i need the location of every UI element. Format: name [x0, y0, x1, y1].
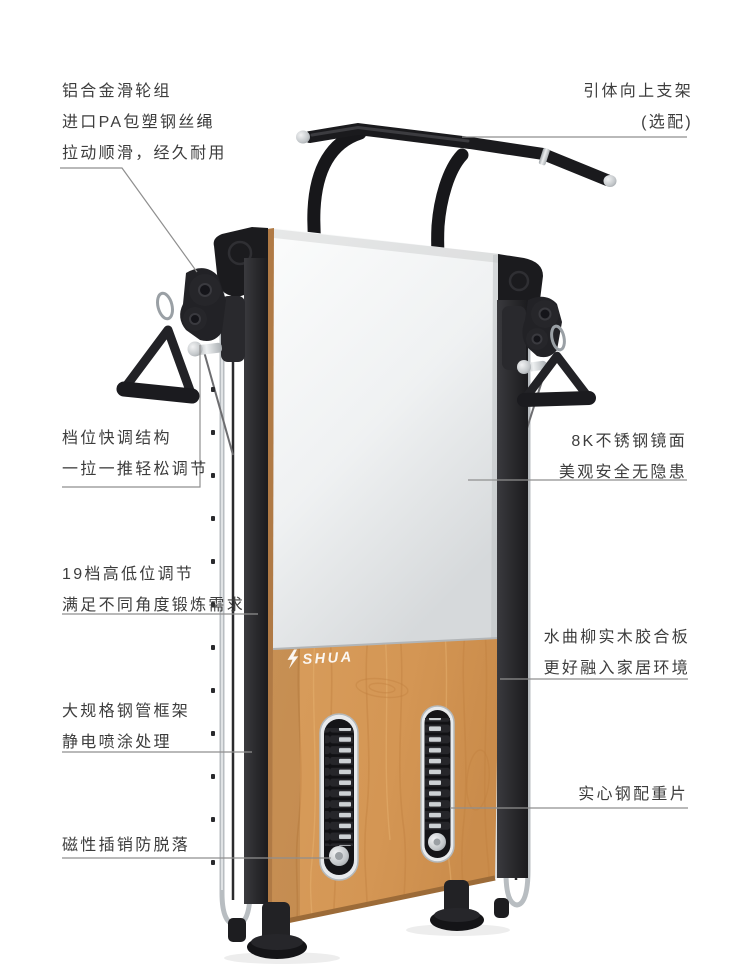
frame-column-right	[497, 300, 528, 878]
foot-left	[262, 902, 290, 944]
annotation-magnetic-pin: 磁性插销防脱落	[62, 830, 190, 861]
leader-pulley	[60, 167, 198, 273]
annotation-line: 美观安全无隐患	[558, 464, 687, 481]
feet	[224, 880, 510, 964]
triangle-handle-right	[517, 324, 596, 407]
top-cap-right	[498, 254, 543, 312]
brand-logo: SHUA	[287, 649, 354, 669]
annotation-line: 进口PA包塑钢丝绳	[62, 114, 215, 131]
weight-stack-left	[319, 713, 359, 881]
carabiner-right	[550, 324, 566, 352]
wood-grain	[272, 638, 490, 924]
annotation-line: 大规格钢管框架	[62, 703, 191, 720]
top-beam	[213, 227, 543, 312]
annotation-line: 引体向上支架	[583, 83, 693, 100]
pulley-assembly-left	[180, 268, 245, 362]
annotation-line: 静电喷涂处理	[62, 734, 172, 751]
annotation-line: 一拉一推轻松调节	[62, 461, 209, 478]
annotation-pulley: 铝合金滑轮组 进口PA包塑钢丝绳 拉动顺滑，经久耐用	[62, 76, 227, 169]
lightning-icon	[287, 649, 299, 669]
annotation-line: 磁性插销防脱落	[62, 837, 191, 854]
annotation-weight-plates: 实心钢配重片	[578, 779, 688, 810]
annotation-quick-adjust: 档位快调结构 一拉一推轻松调节	[62, 423, 208, 485]
annotation-line: (选配)	[641, 114, 693, 131]
foot-right	[444, 880, 469, 916]
triangle-handle-left	[116, 291, 200, 404]
cable-left	[202, 347, 234, 456]
annotation-line: 更好融入家居环境	[543, 660, 690, 677]
annotation-line: 满足不同角度锻炼需求	[62, 597, 246, 614]
mirror-panel	[273, 228, 500, 649]
bar-endcap-left	[296, 130, 310, 144]
bar-endcap-right	[603, 175, 617, 187]
annotation-line: 8K不锈钢镜面	[571, 433, 687, 450]
frame-column-left	[244, 258, 268, 904]
leader-lines	[60, 136, 688, 859]
leader-quick-adjust	[62, 345, 201, 488]
annotation-line: 实心钢配重片	[578, 786, 688, 803]
annotation-pullup-bar: 引体向上支架 (选配)	[583, 76, 693, 138]
carabiner-left	[156, 291, 174, 321]
annotation-line: 水曲柳实木胶合板	[543, 629, 690, 646]
annotation-height-adjust: 19档高低位调节 满足不同角度锻炼需求	[62, 559, 245, 621]
annotation-line: 档位快调结构	[62, 430, 172, 447]
bar-chrome-ring	[538, 147, 550, 166]
pulley-assembly-right	[502, 296, 562, 374]
annotation-line: 拉动顺滑，经久耐用	[62, 145, 227, 162]
annotation-steel-frame: 大规格钢管框架 静电喷涂处理	[62, 696, 190, 758]
annotation-wood-panel: 水曲柳实木胶合板 更好融入家居环境	[544, 622, 690, 684]
brand-logo-text: SHUA	[302, 649, 354, 668]
annotation-mirror: 8K不锈钢镜面 美观安全无隐患	[559, 426, 687, 488]
main-panel	[266, 228, 500, 927]
annotation-line: 铝合金滑轮组	[62, 83, 172, 100]
weight-stack-right	[420, 705, 455, 863]
adjustment-scale	[211, 387, 215, 865]
annotation-line: 19档高低位调节	[62, 566, 195, 583]
